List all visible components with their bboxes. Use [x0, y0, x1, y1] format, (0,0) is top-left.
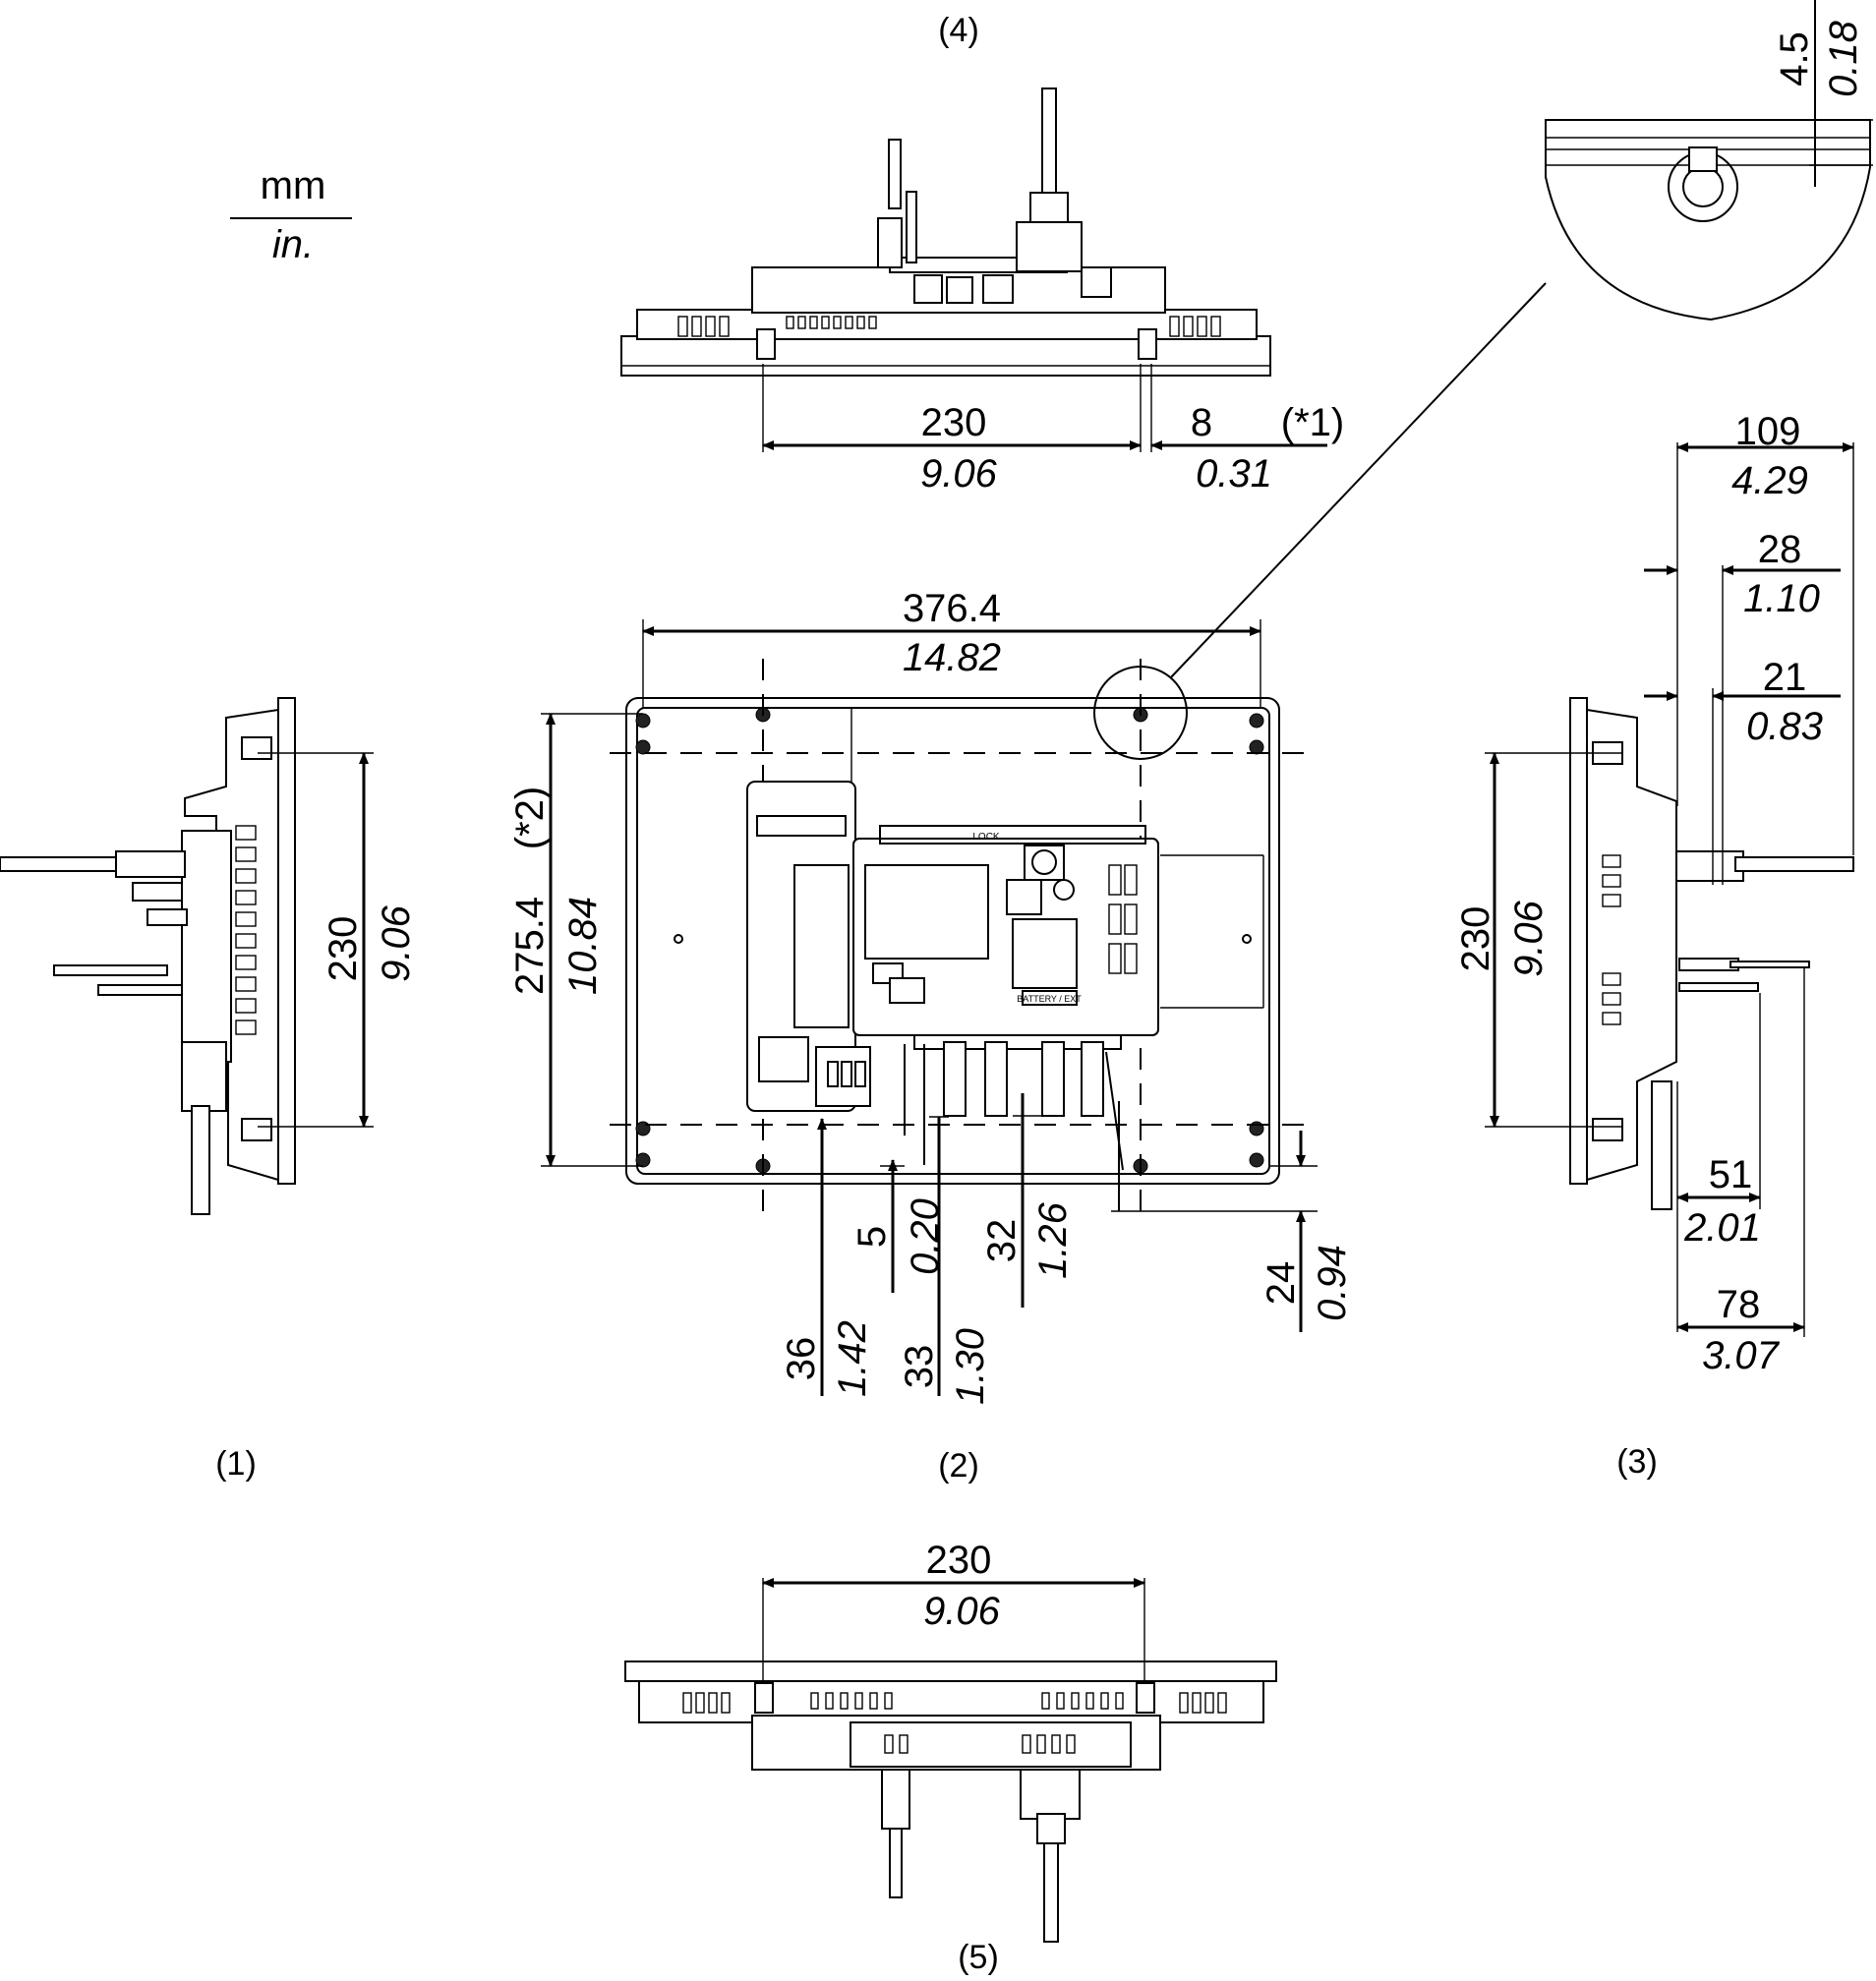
dim-right-28: 28	[1758, 528, 1802, 571]
note-1: (*1)	[1281, 401, 1344, 444]
dim-right-51: 51	[1709, 1153, 1753, 1196]
dim-rear-1482: 14.82	[903, 636, 1001, 679]
dim-right-429: 4.29	[1731, 459, 1808, 502]
dim-top-031: 0.31	[1196, 452, 1272, 495]
view-label-right-side: (3)	[1616, 1443, 1658, 1481]
dim-rear-1084: 10.84	[561, 897, 605, 995]
dim-bottom-230: 230	[926, 1539, 992, 1582]
view-label-bottom: (5)	[958, 1939, 999, 1976]
dim-right-109: 109	[1735, 410, 1801, 453]
dim-rear-126: 1.26	[1031, 1201, 1075, 1279]
dim-right-78: 78	[1717, 1283, 1761, 1326]
unit-mm: mm	[261, 164, 326, 207]
dim-rear-32: 32	[980, 1219, 1024, 1263]
right-side-view: 230 9.06 109 4.29 28 1.10 21 0.83 51 2.0…	[1454, 410, 1854, 1377]
dim-top-906: 9.06	[920, 452, 998, 495]
dim-right-307: 3.07	[1702, 1334, 1781, 1377]
dim-rear-2754: 275.4	[508, 897, 552, 995]
units-legend: mm in.	[230, 164, 352, 266]
dim-rear-094: 0.94	[1311, 1245, 1354, 1321]
dim-top-230: 230	[921, 401, 987, 444]
view-label-top: (4)	[938, 12, 979, 49]
view-label-left-side: (1)	[215, 1445, 257, 1483]
dim-right-230: 230	[1454, 906, 1497, 972]
lock-label: LOCK	[972, 832, 1000, 843]
dim-top-8: 8	[1191, 401, 1212, 444]
dim-rear-36: 36	[780, 1337, 823, 1381]
top-view: 230 9.06 8 (*1) 0.31	[620, 87, 1344, 495]
dim-right-201: 2.01	[1683, 1206, 1761, 1250]
detail-view: 4.5 0.18	[1169, 0, 1873, 679]
dim-left-906: 9.06	[375, 904, 418, 982]
bottom-view: 230 9.06	[624, 1539, 1277, 1943]
battery-ext-label: BATTERY / EXT	[1017, 994, 1082, 1004]
dim-rear-3764: 376.4	[903, 587, 1001, 630]
dim-right-083: 0.83	[1746, 705, 1823, 748]
rear-view: LOCK BATTERY / EXT 376.4	[508, 587, 1354, 1405]
dim-bottom-906: 9.06	[923, 1590, 1001, 1633]
dim-right-906: 9.06	[1507, 900, 1551, 977]
unit-in: in.	[272, 223, 314, 266]
dim-rear-33: 33	[898, 1345, 941, 1389]
dim-detail-45: 4.5	[1773, 31, 1816, 87]
left-side-view: 230 9.06	[0, 697, 418, 1215]
dim-right-21: 21	[1763, 656, 1807, 699]
dim-rear-130: 1.30	[949, 1328, 992, 1405]
dim-detail-018: 0.18	[1822, 20, 1865, 97]
dim-rear-24: 24	[1260, 1261, 1303, 1306]
dim-left-230: 230	[322, 916, 365, 982]
dim-right-110: 1.10	[1743, 577, 1820, 620]
view-label-rear: (2)	[938, 1447, 979, 1485]
dim-rear-5: 5	[850, 1226, 894, 1248]
dim-rear-142: 1.42	[831, 1320, 874, 1397]
note-2: (*2)	[508, 787, 552, 849]
